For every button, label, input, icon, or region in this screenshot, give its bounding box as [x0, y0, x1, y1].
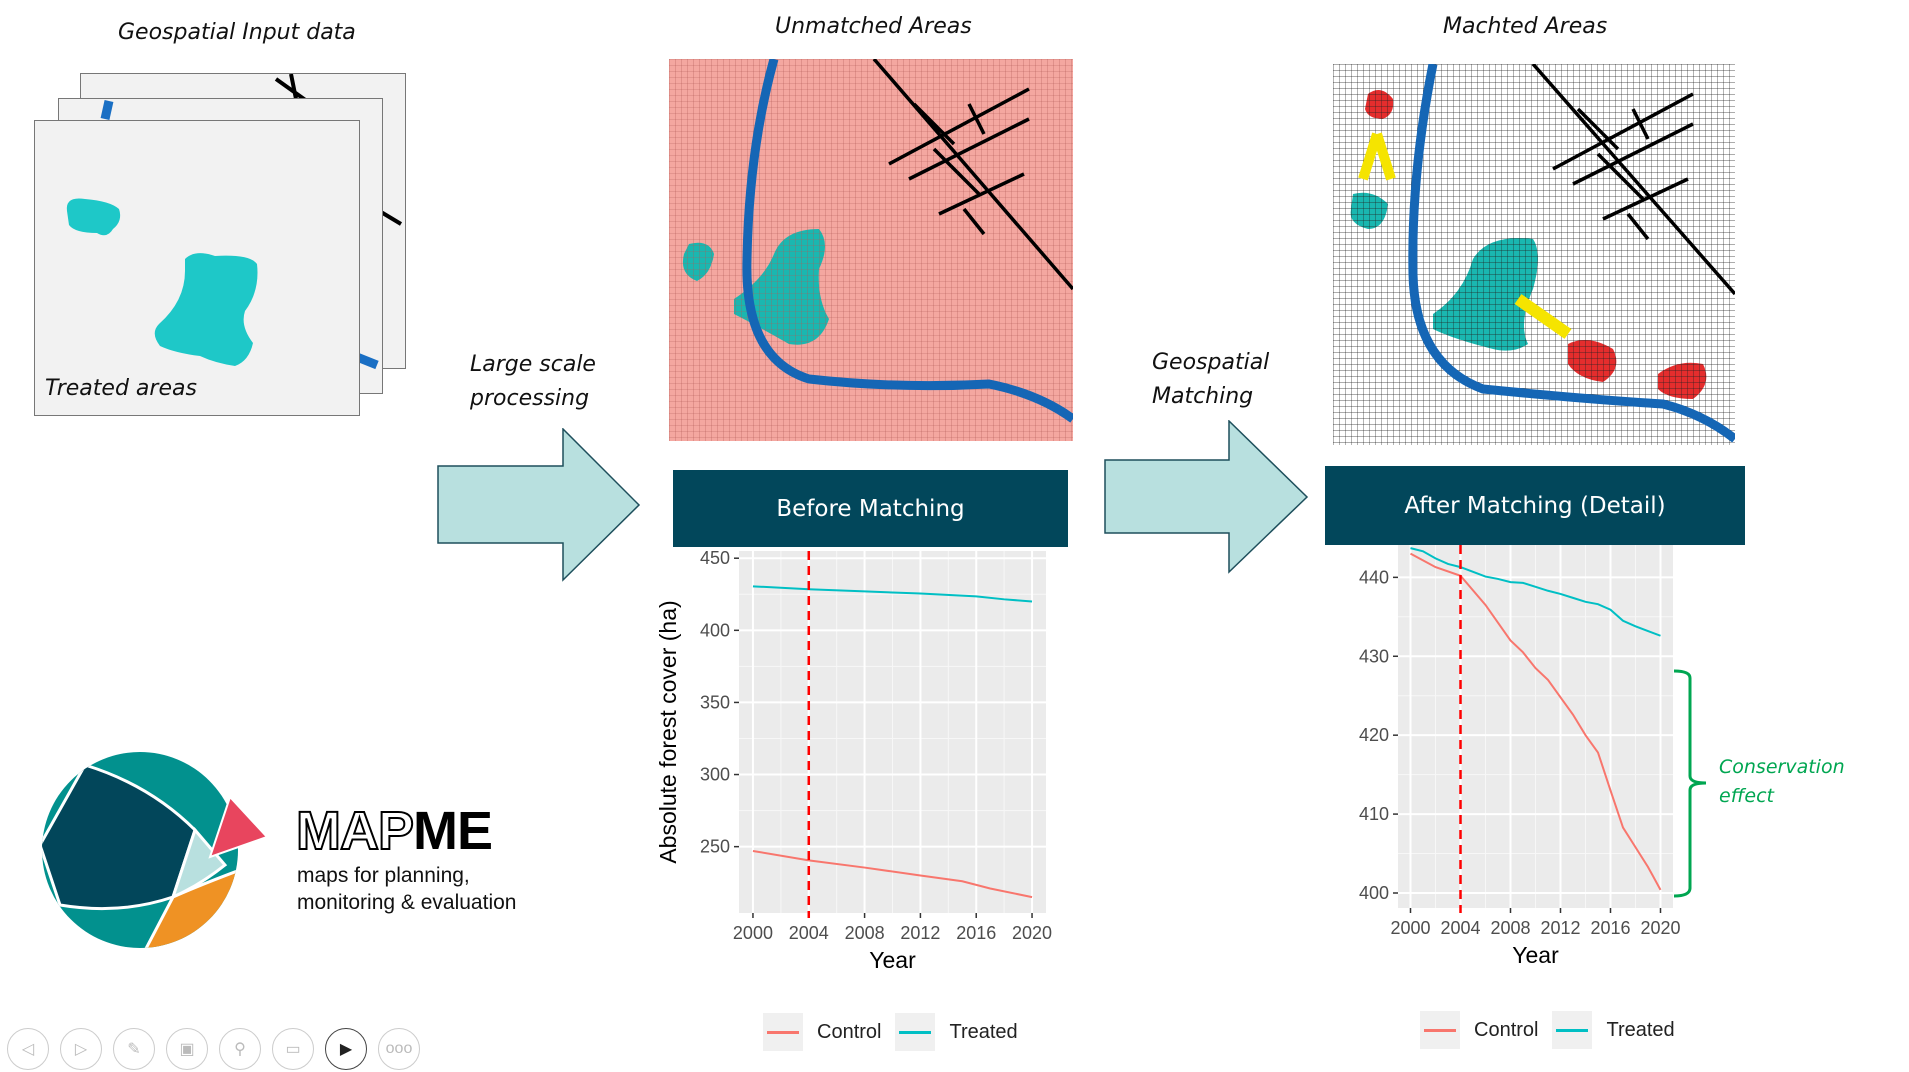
y-tick-label: 300 — [700, 765, 730, 785]
matching-line1: Geospatial — [1152, 350, 1270, 375]
treated-areas-shapes — [66, 198, 258, 366]
input-data-title: Geospatial Input data — [118, 20, 356, 45]
mapme-wordmark: MAPME — [295, 800, 493, 862]
y-tick-label: 350 — [700, 692, 730, 712]
y-tick-label: 410 — [1359, 804, 1389, 824]
matching-arrow-icon — [1104, 420, 1309, 574]
legend-treated-label: Treated — [1606, 1018, 1675, 1041]
y-tick-label: 420 — [1359, 725, 1389, 745]
y-axis-title: Absolute forest cover (ha) — [655, 600, 681, 863]
conservation-effect-label: Conservation effect — [1719, 753, 1845, 811]
camera-icon: ▶ — [339, 1041, 353, 1058]
treated-areas-label: Treated areas — [45, 376, 197, 401]
x-tick-label: 2012 — [1540, 918, 1580, 938]
tagline-line2: monitoring & evaluation — [297, 891, 517, 914]
y-tick-label: 440 — [1359, 567, 1389, 587]
x-tick-label: 2000 — [1390, 918, 1430, 938]
x-tick-label: 2004 — [789, 923, 829, 943]
x-tick-label: 2004 — [1440, 918, 1480, 938]
legend-control-label: Control — [1474, 1018, 1539, 1041]
legend-treated-key — [895, 1013, 936, 1051]
series-line-control — [752, 849, 1033, 899]
after-matching-chart: 2000 2004 2008 2012 2016 2020 400 410 420 430 440Y… — [1359, 545, 1681, 968]
legend-treated-line — [899, 1030, 932, 1034]
x-tick-label: 2020 — [1012, 923, 1052, 943]
slides-overview-icon: ▣ — [179, 1041, 195, 1058]
legend-control-line — [767, 1030, 799, 1034]
x-axis-title: Year — [869, 947, 916, 973]
legend-treated-label: Treated — [949, 1020, 1018, 1043]
subtitles-icon: ▭ — [285, 1041, 301, 1058]
x-tick-label: 2020 — [1640, 918, 1680, 938]
mapme-wordmark-bold: ME — [413, 801, 493, 861]
legend-control-key — [763, 1013, 803, 1051]
x-tick-label: 2008 — [845, 923, 885, 943]
x-tick-label: 2012 — [900, 923, 940, 943]
process-arrow-icon — [437, 428, 641, 582]
processing-line1: Large scale — [470, 352, 596, 377]
x-tick-label: 2008 — [1490, 918, 1530, 938]
processing-label: Large scale processing — [470, 348, 596, 416]
pen-button[interactable]: ✎ — [113, 1028, 155, 1070]
processing-line2: processing — [470, 386, 590, 411]
matching-label: Geospatial Matching — [1152, 346, 1269, 414]
y-tick-label: 430 — [1359, 646, 1389, 666]
zoom-icon: ⚲ — [234, 1041, 246, 1058]
legend-control-label: Control — [817, 1020, 882, 1043]
legend-control-line — [1424, 1028, 1456, 1032]
subtitles-button[interactable]: ▭ — [272, 1028, 314, 1070]
zoom-button[interactable]: ⚲ — [219, 1028, 261, 1070]
series-line-treated — [1410, 547, 1661, 637]
conservation-effect-line2: effect — [1719, 785, 1774, 807]
after-chart-legend: Control Treated — [1420, 1011, 1689, 1049]
before-matching-banner: Before Matching — [673, 470, 1068, 547]
legend-control-key — [1420, 1011, 1460, 1049]
pen-icon: ✎ — [127, 1041, 141, 1058]
matching-line2: Matching — [1152, 384, 1254, 409]
x-tick-label: 2000 — [733, 923, 773, 943]
y-tick-label: 450 — [700, 548, 730, 568]
legend-treated-line — [1556, 1028, 1589, 1032]
conservation-effect-bracket-icon — [1673, 669, 1707, 898]
x-tick-label: 2016 — [1590, 918, 1630, 938]
matched-areas-map — [1333, 64, 1735, 445]
before-chart-legend: Control Treated — [763, 1013, 1032, 1051]
y-tick-label: 250 — [700, 837, 730, 857]
previous-slide-icon: ◁ — [21, 1041, 35, 1058]
next-slide-button[interactable]: ▷ — [60, 1028, 102, 1070]
slides-overview-button[interactable]: ▣ — [166, 1028, 208, 1070]
after-matching-banner: After Matching (Detail) — [1325, 466, 1745, 545]
next-slide-icon: ▷ — [74, 1041, 88, 1058]
more-options-button[interactable]: ooo — [378, 1028, 420, 1070]
matched-areas-title: Machted Areas — [1443, 14, 1608, 39]
before-matching-chart: 2000 2004 2008 2012 2016 2020 250 300 350 400 450Y… — [655, 548, 1052, 973]
input-layer-treated: Treated areas — [34, 120, 360, 416]
previous-slide-button[interactable]: ◁ — [7, 1028, 49, 1070]
mapme-wordmark-outline: MAP — [295, 800, 415, 862]
more-options-icon: ooo — [385, 1040, 413, 1057]
y-tick-label: 400 — [1359, 883, 1389, 903]
x-axis-title: Year — [1512, 942, 1559, 968]
mapme-tagline: maps for planning, monitoring & evaluati… — [297, 862, 516, 916]
series-line-control — [1410, 552, 1662, 891]
tagline-line1: maps for planning, — [297, 864, 470, 887]
mapme-logo-icon — [42, 752, 269, 948]
y-tick-label: 400 — [700, 620, 730, 640]
legend-treated-key — [1552, 1011, 1593, 1049]
x-tick-label: 2016 — [956, 923, 996, 943]
unmatched-areas-title: Unmatched Areas — [775, 14, 972, 39]
river-icon — [100, 100, 379, 370]
unmatched-areas-map — [669, 59, 1073, 441]
conservation-effect-line1: Conservation — [1719, 756, 1845, 778]
camera-button[interactable]: ▶ — [325, 1028, 367, 1070]
